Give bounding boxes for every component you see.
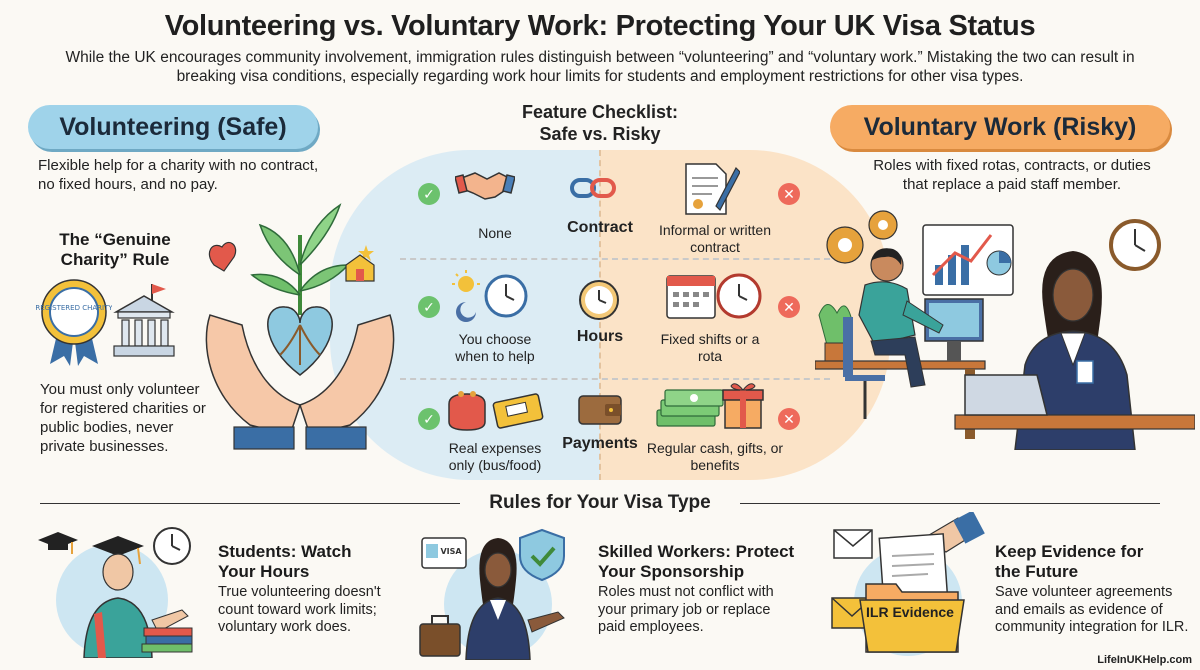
card-students-title: Students: Watch Your Hours	[218, 542, 352, 581]
wallet-icon	[577, 392, 623, 426]
rules-divider-left	[40, 503, 460, 504]
cross-icon: ✕	[778, 408, 800, 430]
hours-safe-text: You choose when to help	[455, 331, 535, 364]
safe-pill: Volunteering (Safe)	[28, 105, 318, 149]
skilled-worker-illustration: VISA	[418, 520, 590, 660]
row-separator	[400, 378, 830, 380]
feature-payments-label: Payments	[562, 435, 638, 452]
payments-risky-text: Regular cash, gifts, or benefits	[646, 440, 784, 473]
risky-description: Roles with fixed rotas, contracts, or du…	[873, 157, 1151, 193]
document-pen-icon	[682, 160, 740, 218]
hands-heart-plant-icon	[190, 195, 410, 455]
rules-divider-right	[740, 503, 1160, 504]
hours-risky-text: Fixed shifts or a rota	[660, 331, 760, 364]
svg-text:REGISTERED CHARITY: REGISTERED CHARITY	[36, 304, 112, 312]
risky-pill: Voluntary Work (Risky)	[830, 105, 1170, 149]
payments-safe-text: Real expenses only (bus/food)	[448, 440, 542, 473]
rules-title: Rules for Your Visa Type	[489, 492, 711, 513]
cross-icon: ✕	[778, 183, 800, 205]
card-evidence-text: Save volunteer agreements and emails as …	[995, 584, 1189, 635]
office-workers-illustration	[815, 205, 1195, 450]
student-illustration	[32, 520, 202, 658]
card-skilled-title: Skilled Workers: Protect Your Sponsorshi…	[598, 542, 795, 581]
chain-link-icon	[570, 174, 616, 202]
card-skilled-text: Roles must not conflict with your primar…	[598, 584, 774, 635]
cash-gift-icon	[655, 380, 767, 432]
row-separator	[400, 258, 830, 260]
evidence-folder-label: ILR Evidence	[866, 604, 954, 620]
contract-safe-text: None	[478, 225, 512, 241]
sun-moon-clock-icon	[450, 268, 530, 324]
page-subtitle: While the UK encourages community involv…	[65, 49, 1135, 85]
check-icon: ✓	[418, 408, 440, 430]
card-students-text: True volunteering doesn't count toward w…	[218, 584, 381, 635]
svg-text:VISA: VISA	[440, 547, 462, 556]
safe-description: Flexible help for a charity with no cont…	[38, 157, 319, 193]
charity-rule-text: You must only volunteer for registered c…	[40, 381, 206, 455]
footer-credit: LifeInUKHelp.com	[1097, 654, 1192, 666]
cross-icon: ✕	[778, 296, 800, 318]
contract-risky-text: Informal or written contract	[658, 222, 772, 255]
handshake-icon	[455, 165, 515, 205]
coin-purse-ticket-icon	[445, 386, 545, 432]
clock-icon	[577, 278, 621, 322]
feature-contract-label: Contract	[567, 219, 633, 236]
feature-hours-label: Hours	[576, 328, 624, 345]
charity-rule-title: The “Genuine Charity” Rule	[59, 230, 171, 269]
page-title: Volunteering vs. Voluntary Work: Protect…	[164, 10, 1036, 42]
check-icon: ✓	[418, 183, 440, 205]
checklist-title: Feature Checklist: Safe vs. Risky	[521, 102, 679, 144]
check-icon: ✓	[418, 296, 440, 318]
registered-charity-seal-icon: REGISTERED CHARITY	[36, 278, 112, 368]
calendar-clock-icon	[665, 270, 765, 322]
evidence-folder-illustration	[828, 512, 988, 660]
public-building-icon	[112, 282, 176, 362]
card-evidence-title: Keep Evidence for the Future	[995, 542, 1144, 581]
